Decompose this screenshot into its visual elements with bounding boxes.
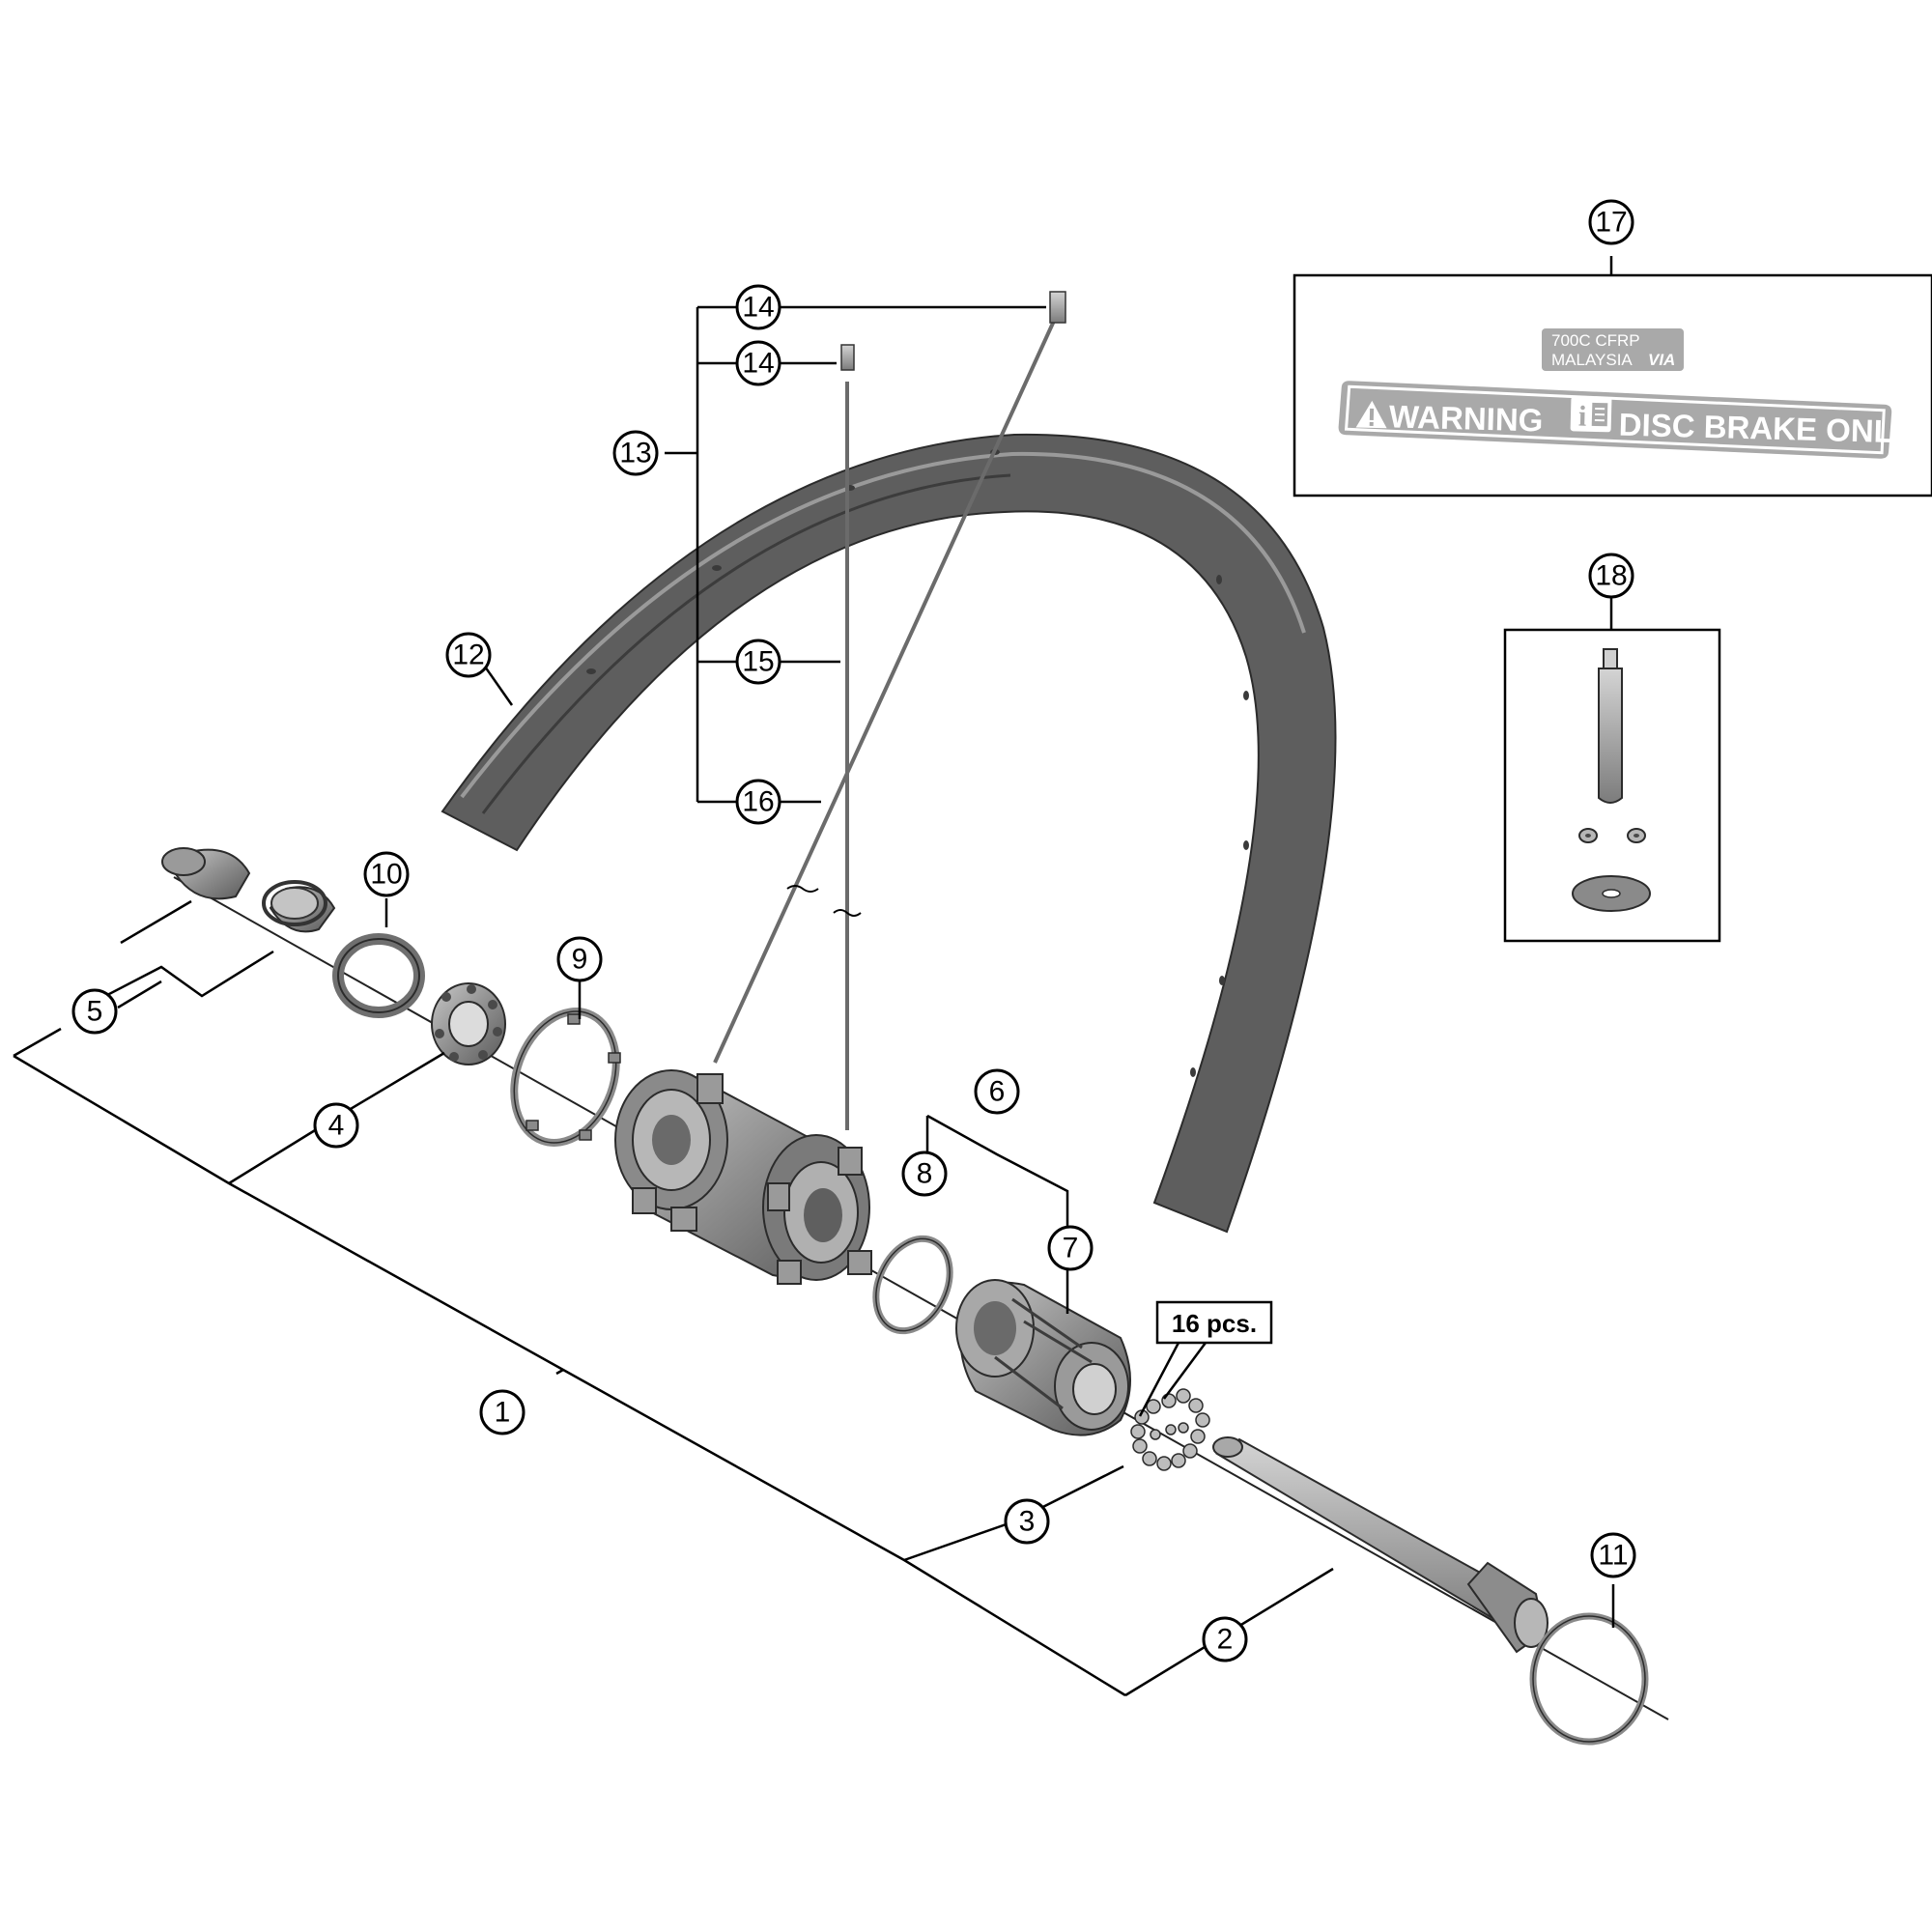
- callout-14-top: 14: [735, 284, 781, 330]
- callout-15: 15: [735, 639, 781, 685]
- label-box: 700C CFRP MALAYSIA VIA WARNING i DISC BR…: [1293, 273, 1932, 497]
- callout-15-label: 15: [742, 646, 774, 678]
- axle: [1212, 1436, 1548, 1654]
- o-ring: [872, 1235, 953, 1335]
- callout-4-label: 4: [328, 1110, 345, 1142]
- callout-12: 12: [445, 632, 492, 678]
- callout-18: 18: [1588, 553, 1634, 599]
- steel-balls: [1130, 1388, 1210, 1471]
- callout-9: 9: [556, 936, 603, 982]
- callout-14-top-label: 14: [742, 292, 774, 324]
- callout-6: 6: [974, 1068, 1020, 1115]
- freehub-body: [955, 1279, 1131, 1436]
- hub-shell: [614, 1069, 872, 1285]
- callout-8: 8: [901, 1151, 948, 1197]
- callout-10-label: 10: [370, 859, 402, 891]
- valve-stem: [1598, 648, 1623, 804]
- valve-washer: [1572, 875, 1651, 912]
- callout-3-label: 3: [1019, 1506, 1036, 1538]
- callout-10: 10: [363, 851, 410, 897]
- nipple-short: [840, 344, 855, 371]
- spoke-break-marks: [786, 885, 862, 917]
- valve-box: [1503, 628, 1721, 943]
- end-cap-flanged: [262, 880, 336, 933]
- callout-7-label: 7: [1063, 1233, 1079, 1264]
- callout-6-label: 6: [989, 1076, 1006, 1108]
- callout-11-label: 11: [1598, 1540, 1628, 1572]
- callout-11: 11: [1590, 1532, 1636, 1578]
- callout-5-label: 5: [87, 996, 103, 1028]
- callout-18-label: 18: [1595, 560, 1627, 592]
- callout-8-label: 8: [917, 1158, 933, 1190]
- callout-1-label: 1: [495, 1397, 511, 1429]
- cartridge-bearing: [431, 982, 506, 1065]
- rim-origin-label: 700C CFRP MALAYSIA VIA: [1542, 328, 1684, 371]
- snap-ring: [510, 1008, 621, 1147]
- callout-14-bottom-label: 14: [742, 348, 774, 380]
- valve-nuts: [1578, 828, 1646, 843]
- warning-decal: WARNING i DISC BRAKE ONLY!: [1338, 381, 1922, 459]
- axle-centerline: [173, 876, 1669, 1720]
- callout-1: 1: [479, 1389, 526, 1435]
- callout-4: 4: [313, 1102, 359, 1149]
- rim: [440, 433, 1337, 1234]
- via-mark: VIA: [1648, 351, 1675, 369]
- callout-2: 2: [1202, 1616, 1248, 1662]
- info-manual-icon: i: [1570, 396, 1612, 433]
- warning-text: WARNING: [1388, 398, 1543, 438]
- callout-13: 13: [612, 430, 659, 476]
- rim-label-line1: 700C CFRP: [1551, 331, 1640, 350]
- callout-16-label: 16: [742, 786, 774, 818]
- callout-17: 17: [1588, 199, 1634, 245]
- svg-text:i: i: [1578, 401, 1587, 433]
- disc-brake-only-text: DISC BRAKE ONLY!: [1618, 407, 1922, 450]
- end-cap-sleeve: [161, 847, 251, 900]
- rim-spoke-holes: [586, 449, 1249, 1077]
- callout-12-label: 12: [452, 639, 484, 671]
- callout-7: 7: [1047, 1225, 1094, 1271]
- callout-14-bottom: 14: [735, 340, 781, 386]
- rim-label-line2-prefix: MALAYSIA: [1551, 351, 1633, 369]
- callout-5: 5: [71, 988, 118, 1035]
- callout-9-label: 9: [572, 944, 588, 976]
- callout-16: 16: [735, 779, 781, 825]
- callout-2-label: 2: [1217, 1624, 1234, 1656]
- callout-17-label: 17: [1595, 207, 1627, 239]
- warning-triangle-icon: [1355, 400, 1387, 429]
- nipple-long: [1049, 291, 1066, 324]
- callout-3: 3: [1004, 1498, 1050, 1545]
- spokes: [713, 318, 1057, 1130]
- dust-seal-ring: [332, 933, 425, 1018]
- callout-13-label: 13: [619, 438, 651, 469]
- ball-quantity-box: 16 pcs.: [1155, 1300, 1273, 1345]
- ball-quantity-text: 16 pcs.: [1172, 1309, 1257, 1338]
- axle-end-ring: [1529, 1612, 1649, 1746]
